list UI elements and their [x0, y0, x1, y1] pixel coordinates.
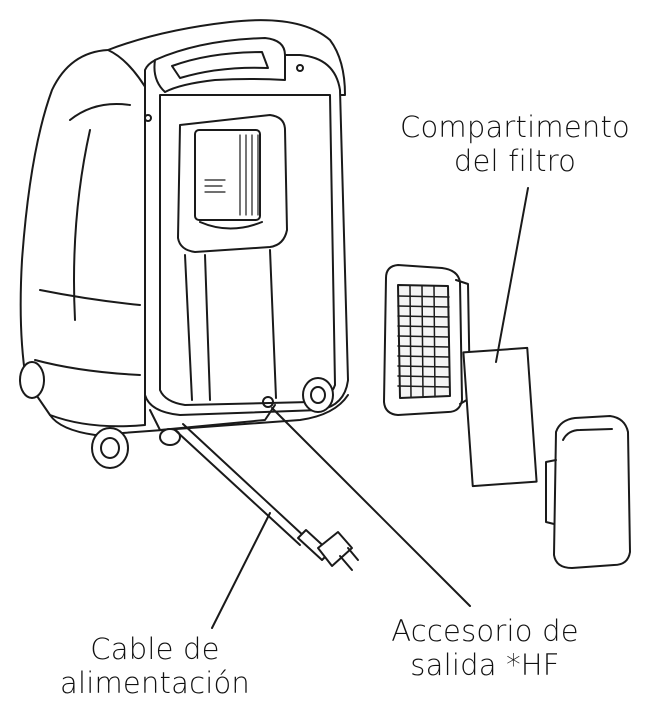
leader-line-filter — [496, 188, 528, 362]
wheels — [20, 362, 333, 468]
power-cable-label-line1: Cable de — [90, 632, 220, 666]
leader-line-cable — [212, 513, 270, 628]
filter-compartment-cover — [546, 416, 630, 568]
hf-outlet-fitting — [263, 397, 273, 407]
filter-pad — [463, 348, 536, 486]
filter-compartment-label: Compartimento del filtro — [390, 110, 640, 178]
filter-compartment-label-line1: Compartimento — [400, 110, 630, 144]
hf-outlet-label-line1: Accesorio de — [391, 614, 579, 648]
hf-outlet-label-line2: salida *HF — [410, 648, 560, 682]
concentrator-body — [20, 20, 348, 468]
hf-outlet-label: Accesorio de salida *HF — [370, 614, 600, 682]
power-cable — [175, 424, 358, 570]
power-cable-label: Cable de alimentación — [40, 632, 270, 700]
power-cable-label-line2: alimentación — [59, 666, 251, 700]
filter-compartment-label-line2: del filtro — [453, 144, 577, 178]
filter-grill — [384, 265, 470, 415]
leader-line-hf — [272, 408, 470, 606]
